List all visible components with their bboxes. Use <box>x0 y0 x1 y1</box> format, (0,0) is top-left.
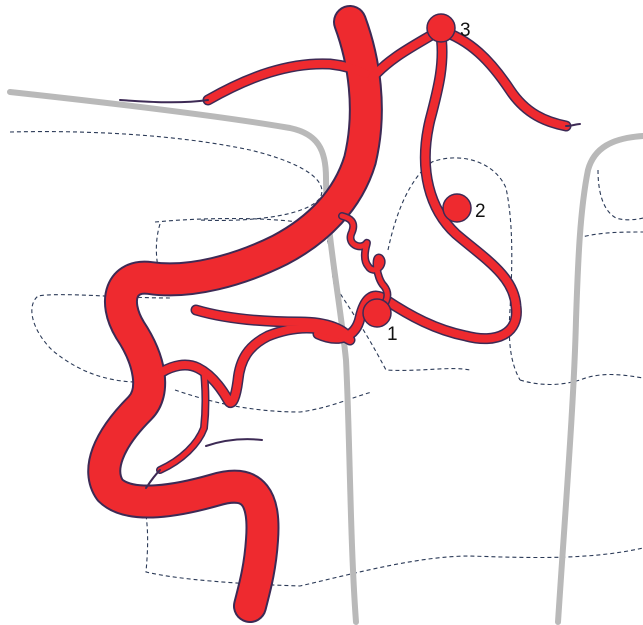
aneurysm-2-dot <box>443 194 471 222</box>
lower-loop <box>162 310 350 403</box>
right-outline-mid <box>520 375 643 385</box>
marker-label-1: 1 <box>387 324 398 345</box>
aneurysm-3-dot <box>427 14 455 42</box>
right-wall-line <box>558 136 643 622</box>
aneurysm-2: 2 <box>443 194 486 222</box>
left-thin-tip <box>120 100 208 102</box>
mid-sprout <box>160 372 206 470</box>
skull-base-line <box>10 92 356 622</box>
aneurysm-3: 3 <box>427 14 471 42</box>
right-outline-upper <box>598 170 643 220</box>
sprout-thin-tip <box>206 439 262 446</box>
aneurysm-1-dot <box>363 299 391 327</box>
skull-base-outline <box>10 132 322 221</box>
marker-label-2: 2 <box>475 201 486 222</box>
right-outline-lower <box>578 232 643 238</box>
marker-label-3: 3 <box>460 20 471 41</box>
bone-lines <box>10 92 643 622</box>
